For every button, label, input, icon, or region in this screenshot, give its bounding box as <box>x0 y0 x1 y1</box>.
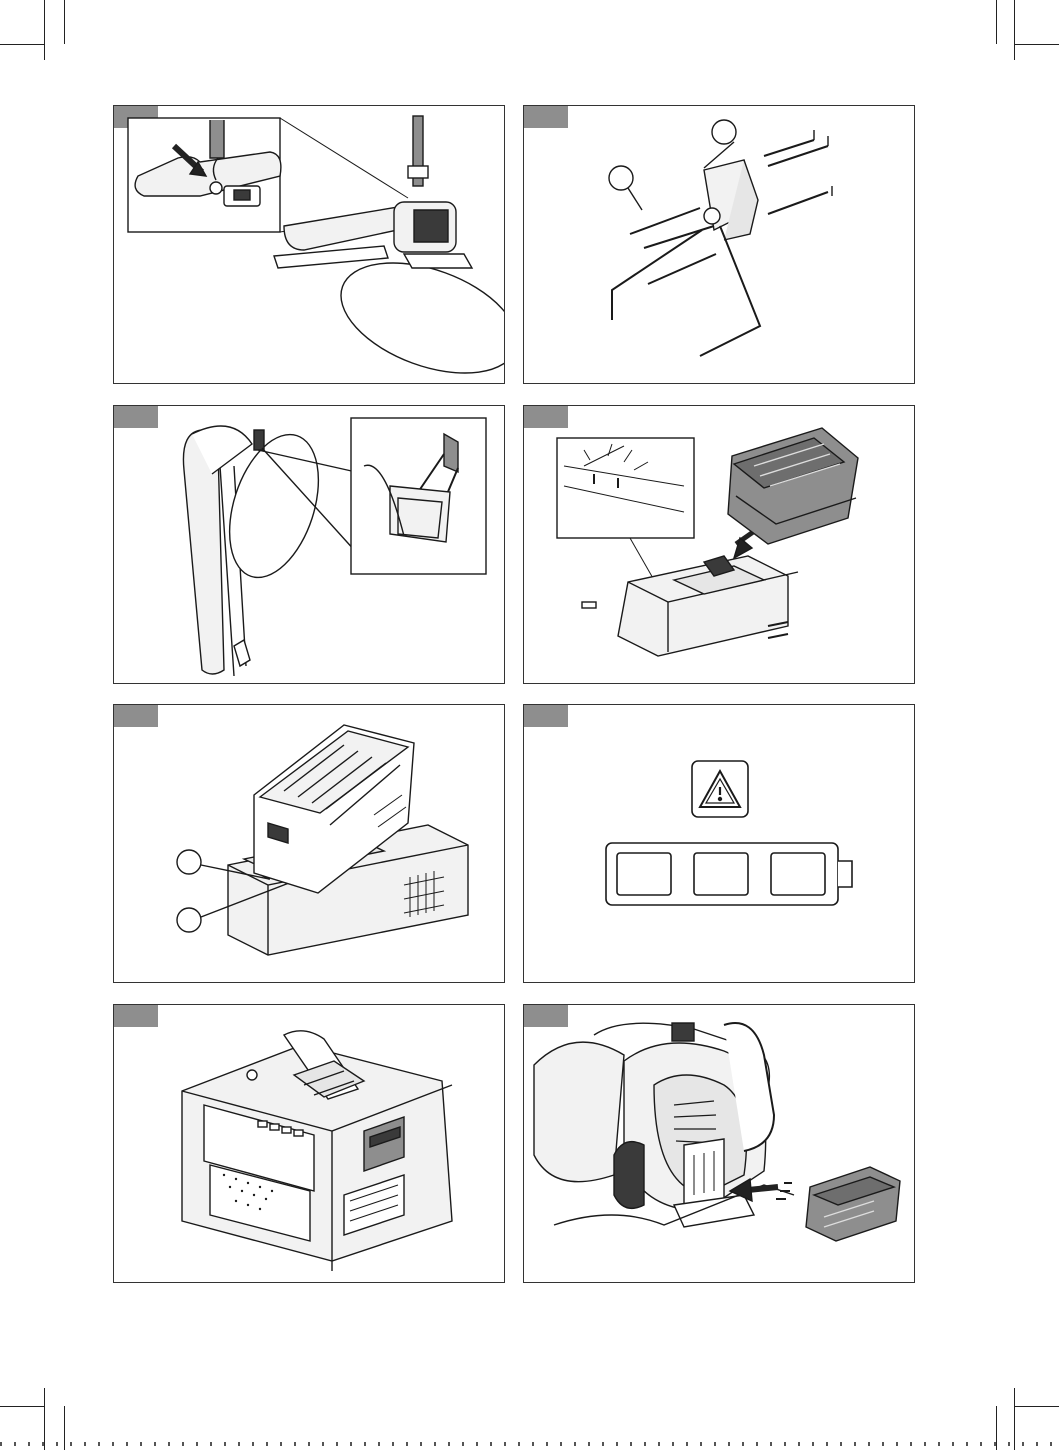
figure-panel-8 <box>523 1004 915 1283</box>
crop-mark-bottom-left-h <box>0 1406 44 1407</box>
crop-mark-top-left-h <box>0 44 44 45</box>
figure-panel-5 <box>113 704 505 983</box>
crop-mark-top-left-v2 <box>64 0 65 44</box>
bottom-cut-line <box>0 1442 1059 1446</box>
battery-into-blower-illustration <box>524 1005 915 1283</box>
figure-panel-4 <box>523 405 915 684</box>
warning-battery-level-illustration <box>524 705 915 983</box>
battery-charger-illustration <box>524 406 915 684</box>
figure-panel-7 <box>113 1004 505 1283</box>
crop-mark-top-right-h <box>1015 44 1059 45</box>
crop-mark-bottom-right-h <box>1015 1406 1059 1407</box>
crop-mark-top-right-v <box>996 0 997 44</box>
crop-mark-bottom-left-v <box>44 1388 45 1450</box>
battery-pack-illustration <box>114 1005 505 1283</box>
blower-on-bracket-illustration <box>114 406 505 684</box>
figure-panel-3 <box>113 405 505 684</box>
crop-mark-top-right-v2 <box>1014 0 1015 60</box>
figure-panel-6 <box>523 704 915 983</box>
blower-strap-illustration <box>114 106 505 384</box>
crop-mark-top-left-v <box>44 0 45 60</box>
figure-panel-2 <box>523 105 915 384</box>
wall-bracket-illustration <box>524 106 915 384</box>
figure-panel-1 <box>113 105 505 384</box>
charger-leds-illustration <box>114 705 505 983</box>
crop-mark-bottom-right-v2 <box>1014 1388 1015 1450</box>
